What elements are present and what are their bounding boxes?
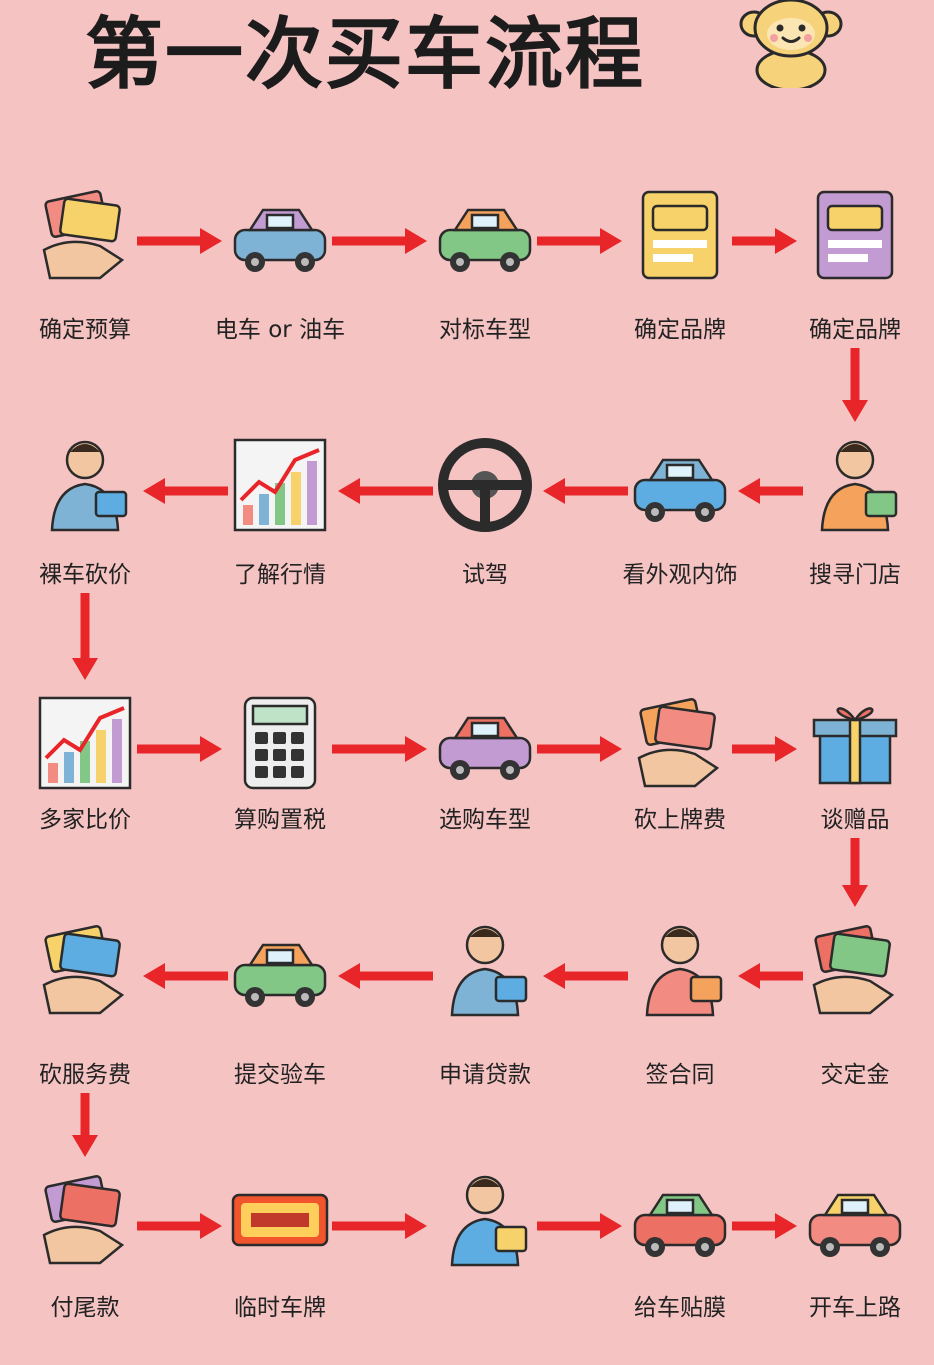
- flow-arrow: [137, 228, 222, 254]
- flow-arrow: [732, 736, 797, 762]
- flow-arrows: [0, 0, 934, 1331]
- flow-arrow: [543, 963, 628, 989]
- flow-arrow: [537, 228, 622, 254]
- flow-arrow: [143, 963, 228, 989]
- flow-arrow: [137, 1213, 222, 1239]
- flow-arrow: [732, 1213, 797, 1239]
- flow-arrow: [332, 228, 427, 254]
- flow-arrow: [537, 1213, 622, 1239]
- flow-arrow: [543, 478, 628, 504]
- flow-arrow: [137, 736, 222, 762]
- flow-arrow: [338, 478, 433, 504]
- flow-arrow: [738, 963, 803, 989]
- flow-arrow: [842, 348, 868, 422]
- flow-arrow: [732, 228, 797, 254]
- flow-arrow: [72, 593, 98, 680]
- flow-arrow: [143, 478, 228, 504]
- flow-arrow: [738, 478, 803, 504]
- process-flow: 确定预算电车 or 油车对标车型确定品牌确定品牌搜寻门店看外观内饰试驾了解行情裸…: [0, 0, 934, 1331]
- flow-arrow: [537, 736, 622, 762]
- flow-arrow: [332, 736, 427, 762]
- flow-arrow: [72, 1093, 98, 1157]
- flow-arrow: [338, 963, 433, 989]
- flow-arrow: [842, 838, 868, 907]
- flow-arrow: [332, 1213, 427, 1239]
